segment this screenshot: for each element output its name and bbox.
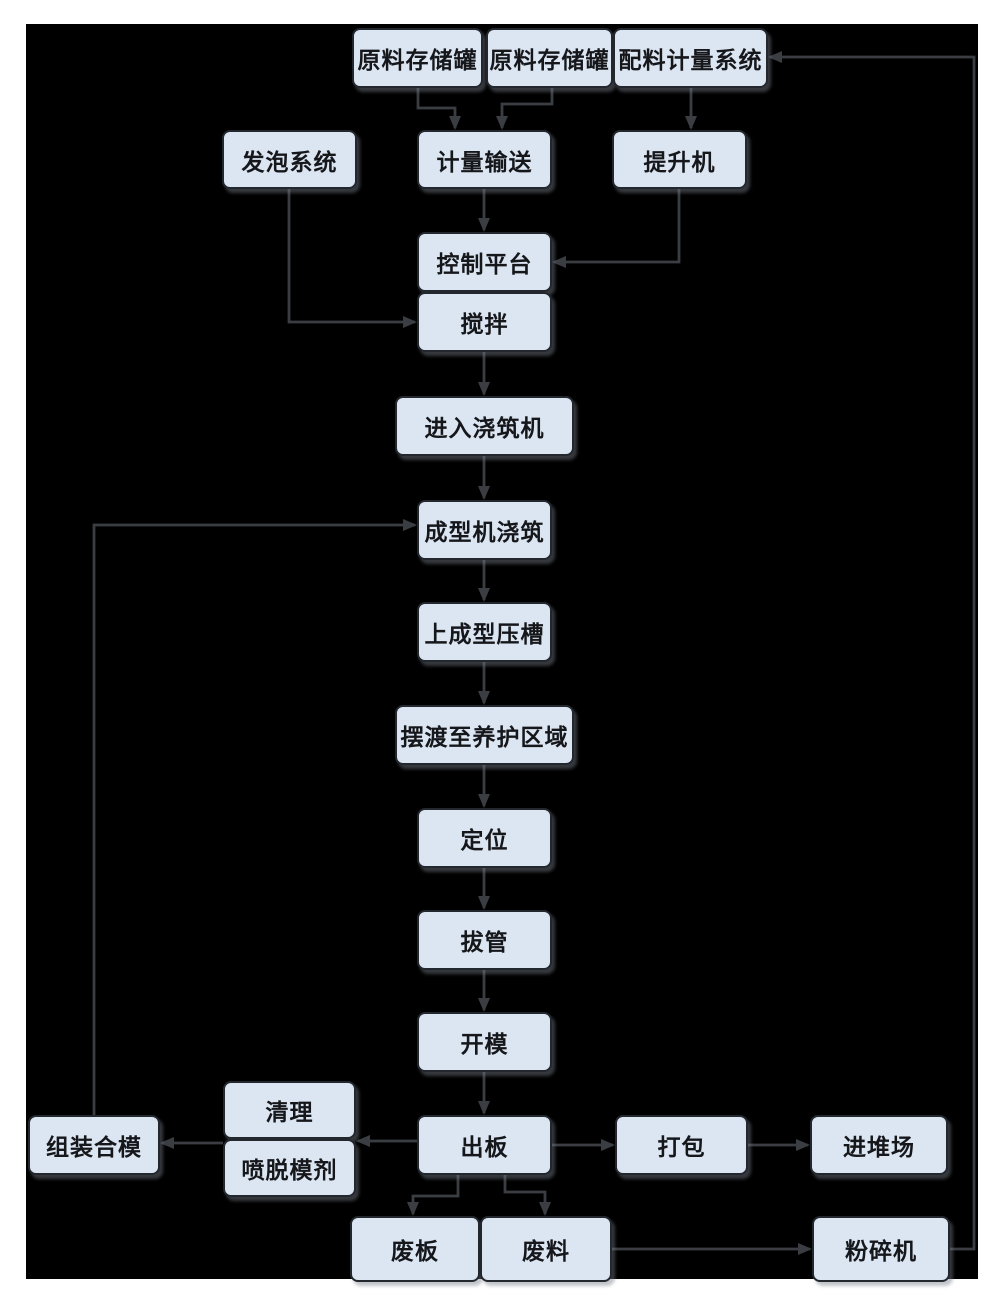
node-label-cleaning: 清理 [265, 1100, 314, 1125]
node-elevator: 提升机 [612, 130, 747, 189]
node-tube-pulling: 拔管 [417, 910, 552, 970]
node-label-waste-board: 废板 [391, 1239, 439, 1264]
node-metering-conveyor: 计量输送 [417, 130, 552, 189]
node-assemble-close-mold: 组装合模 [28, 1115, 160, 1175]
node-label-mold-opening: 开模 [460, 1032, 509, 1057]
node-control-platform: 控制平台 [417, 232, 552, 292]
node-crusher: 粉碎机 [812, 1216, 950, 1282]
node-board-out: 出板 [417, 1115, 552, 1175]
node-foaming-system: 发泡系统 [222, 130, 357, 189]
node-mixing: 搅拌 [417, 292, 552, 352]
node-mold-opening: 开模 [417, 1012, 552, 1072]
node-batching-metering-system: 配料计量系统 [613, 28, 768, 88]
node-label-elevator: 提升机 [643, 149, 716, 175]
node-stacking-yard: 进堆场 [810, 1115, 948, 1175]
node-label-mixing: 搅拌 [460, 312, 509, 337]
node-label-crusher: 粉碎机 [845, 1239, 917, 1264]
node-label-raw-tank-2: 原料存储罐 [489, 48, 610, 73]
node-label-stacking-yard: 进堆场 [843, 1135, 915, 1160]
node-label-packing: 打包 [657, 1135, 706, 1160]
node-label-assemble-close-mold: 组装合模 [46, 1135, 142, 1160]
node-label-forming-machine-pouring: 成型机浇筑 [424, 520, 545, 545]
node-label-positioning: 定位 [460, 828, 509, 853]
node-forming-machine-pouring: 成型机浇筑 [417, 500, 552, 560]
node-label-batching-metering-system: 配料计量系统 [618, 48, 763, 73]
node-label-raw-tank-1: 原料存储罐 [357, 48, 478, 73]
node-forming-press-groove: 上成型压槽 [417, 602, 552, 662]
node-label-board-out: 出板 [460, 1135, 509, 1160]
node-spray-release-agent: 喷脱模剂 [223, 1139, 356, 1197]
node-raw-tank-2: 原料存储罐 [486, 28, 613, 88]
node-label-metering-conveyor: 计量输送 [436, 149, 533, 175]
node-label-foaming-system: 发泡系统 [241, 149, 338, 175]
node-label-waste-material: 废料 [522, 1239, 570, 1264]
node-label-control-platform: 控制平台 [436, 252, 533, 277]
node-enter-pouring-machine: 进入浇筑机 [395, 396, 574, 456]
node-label-forming-press-groove: 上成型压槽 [424, 622, 545, 647]
node-waste-material: 废料 [480, 1216, 612, 1282]
node-waste-board: 废板 [350, 1216, 480, 1282]
node-label-enter-pouring-machine: 进入浇筑机 [424, 416, 545, 441]
node-raw-tank-1: 原料存储罐 [352, 28, 483, 88]
node-label-spray-release-agent: 喷脱模剂 [241, 1158, 338, 1183]
node-positioning: 定位 [417, 808, 552, 868]
node-ferry-to-curing-area: 摆渡至养护区域 [395, 705, 574, 765]
node-packing: 打包 [615, 1115, 748, 1175]
node-label-ferry-to-curing-area: 摆渡至养护区域 [400, 725, 569, 750]
node-cleaning: 清理 [223, 1081, 356, 1139]
node-label-tube-pulling: 拔管 [460, 930, 509, 955]
